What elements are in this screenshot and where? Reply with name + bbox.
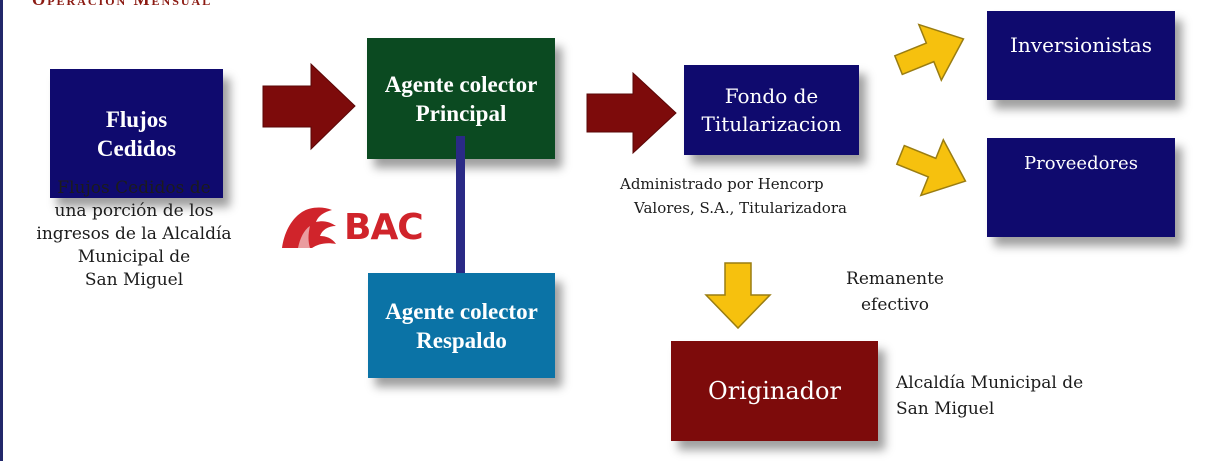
agente-respaldo-line-1: Agente colector xyxy=(385,298,538,324)
page-title: Operación Mensual xyxy=(32,0,212,10)
fondo-line-1: Fondo de xyxy=(724,84,819,108)
proveedores-label: Proveedores xyxy=(1024,153,1138,174)
flujos-note-line-2: una porción de los xyxy=(54,201,214,221)
inversionistas-label: Inversionistas xyxy=(1010,33,1152,57)
fondo-note-line-2: Valores, S.A., Titularizadora xyxy=(634,199,847,217)
flujos-note-line-1: Flujos Cedidos de xyxy=(57,178,211,198)
flujos-cedidos-line-2: Cedidos xyxy=(96,135,177,161)
arrow-right-icon xyxy=(262,62,356,151)
flujos-note-line-3: ingresos de la Alcaldía xyxy=(36,224,232,244)
connector-line xyxy=(456,136,465,275)
agente-respaldo-box: Agente colector Respaldo xyxy=(368,273,555,378)
inversionistas-box: Inversionistas xyxy=(987,11,1175,100)
fondo-line-2: Titularizacion xyxy=(701,112,842,136)
originador-box: Originador xyxy=(671,341,878,441)
fondo-note-line-1: Administrado por Hencorp xyxy=(620,175,824,193)
agente-principal-box: Agente colector Principal xyxy=(367,38,555,159)
arrow-down-icon xyxy=(704,262,772,330)
alcaldia-line-1: Alcaldía Municipal de xyxy=(896,373,1084,393)
arrow-right-icon xyxy=(586,71,677,155)
proveedores-box: Proveedores xyxy=(987,138,1175,237)
lion-icon xyxy=(282,207,336,248)
fondo-titularizacion-box: Fondo de Titularizacion xyxy=(684,65,859,155)
arrow-up-right-icon xyxy=(893,23,965,82)
alcaldia-note: Alcaldía Municipal de San Miguel xyxy=(896,370,1136,422)
agente-principal-line-2: Principal xyxy=(415,100,507,126)
bac-logo: BAC xyxy=(278,204,424,250)
originador-label: Originador xyxy=(708,377,841,405)
flujos-cedidos-line-1: Flujos xyxy=(105,106,168,132)
remanente-line-2: efectivo xyxy=(860,295,930,315)
agente-respaldo-line-2: Respaldo xyxy=(416,327,507,353)
flujos-cedidos-box: Flujos Cedidos xyxy=(50,69,223,198)
flujos-note-line-5: San Miguel xyxy=(84,270,184,290)
remanente-line-1: Remanente xyxy=(846,269,944,289)
flujos-note: Flujos Cedidos de una porción de los ing… xyxy=(8,177,260,292)
bac-logo-text: BAC xyxy=(344,206,424,248)
arrow-down-right-icon xyxy=(895,138,967,197)
agente-principal-line-1: Agente colector xyxy=(384,71,538,97)
fondo-note: Administrado por Hencorp Valores, S.A., … xyxy=(620,172,890,220)
left-border xyxy=(0,0,3,461)
flujos-note-line-4: Municipal de xyxy=(77,247,191,267)
alcaldia-line-2: San Miguel xyxy=(896,399,995,419)
remanente-note: Remanente efectivo xyxy=(840,266,950,318)
